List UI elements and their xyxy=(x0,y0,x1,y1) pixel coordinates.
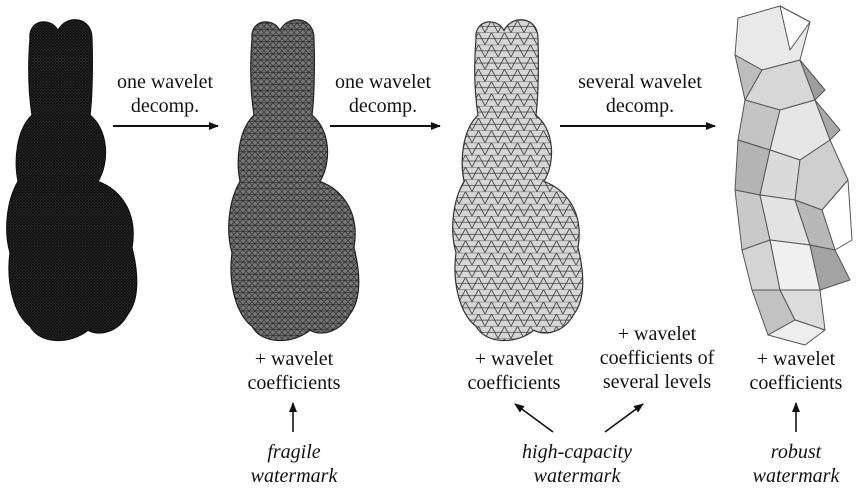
arrow-label-1-text: one wavelet decomp. xyxy=(117,71,213,117)
arrow-label-1: one wavelet decomp. xyxy=(100,70,230,118)
coeff-label-1-text: + wavelet coefficients xyxy=(248,348,341,394)
coeff-label-1: + wavelet coefficients xyxy=(238,347,350,395)
bunny-level-1-mesh xyxy=(229,20,359,341)
watermark-label-robust: robust watermark xyxy=(740,440,852,488)
arrow-label-2-text: one wavelet decomp. xyxy=(335,71,431,117)
pointer-highcap-left xyxy=(515,404,553,432)
pointer-highcap-right xyxy=(605,404,643,432)
coeff-label-2: + wavelet coefficients xyxy=(458,347,570,395)
watermark-high-capacity-text: high-capacity watermark xyxy=(522,441,632,487)
watermark-robust-text: robust watermark xyxy=(753,441,840,487)
watermark-fragile-text: fragile watermark xyxy=(251,441,338,487)
bunny-original-mesh xyxy=(7,20,137,341)
bunny-level-2-mesh xyxy=(453,20,583,341)
watermark-label-fragile: fragile watermark xyxy=(238,440,350,488)
coeff-label-2-text: + wavelet coefficients xyxy=(468,348,561,394)
coeff-label-3: + wavelet coefficients of several levels xyxy=(582,322,732,394)
arrow-label-3: several wavelet decomp. xyxy=(565,70,715,118)
arrow-label-3-text: several wavelet decomp. xyxy=(578,71,702,117)
bunny-base-mesh xyxy=(735,6,852,345)
watermark-label-high-capacity: high-capacity watermark xyxy=(492,440,662,488)
arrow-label-2: one wavelet decomp. xyxy=(318,70,448,118)
coeff-label-4-text: + wavelet coefficients xyxy=(750,348,843,394)
coeff-label-3-text: + wavelet coefficients of several levels xyxy=(600,323,715,393)
coeff-label-4: + wavelet coefficients xyxy=(738,347,854,395)
